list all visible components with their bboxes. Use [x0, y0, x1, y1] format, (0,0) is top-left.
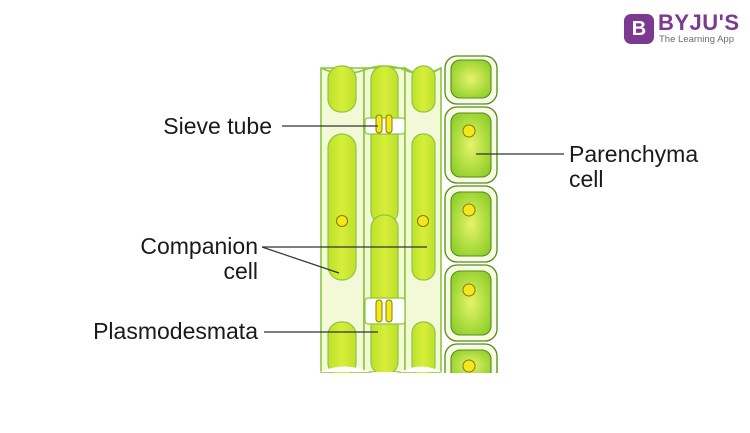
logo-tagline: The Learning App [659, 34, 735, 45]
label-parenchyma-line2: cell [569, 166, 604, 192]
label-plasmodesmata: Plasmodesmata [93, 318, 258, 344]
label-parenchyma-line1: Parenchyma [569, 141, 699, 167]
right-column-cells [411, 65, 436, 377]
companion-nuclei [335, 214, 430, 228]
middle-cell-top [370, 65, 399, 225]
label-sieve-tube: Sieve tube [163, 113, 272, 139]
parenchyma-nuclei [462, 124, 476, 373]
label-companion-line2: cell [223, 258, 258, 284]
right-cell-top [411, 65, 436, 113]
logo-badge-letter: B [631, 18, 647, 40]
left-cell-top [327, 65, 357, 113]
label-companion-line1: Companion [140, 233, 258, 259]
logo-brand-name: BYJU'S [658, 10, 740, 35]
byjus-logo: B BYJU'S The Learning App [624, 12, 742, 46]
middle-cell-bottom [370, 214, 399, 376]
right-cell-mid [411, 133, 436, 281]
leader-lines [261, 125, 564, 333]
middle-column-cells [370, 65, 399, 376]
parenchyma-column [443, 55, 499, 385]
left-cell-mid [327, 133, 357, 281]
tissue-bottom-edge [320, 366, 442, 374]
logo-badge [624, 14, 654, 44]
plasmodesmata-connections [375, 114, 393, 323]
left-column-cells [327, 65, 357, 377]
leader-companion-1 [261, 246, 340, 274]
